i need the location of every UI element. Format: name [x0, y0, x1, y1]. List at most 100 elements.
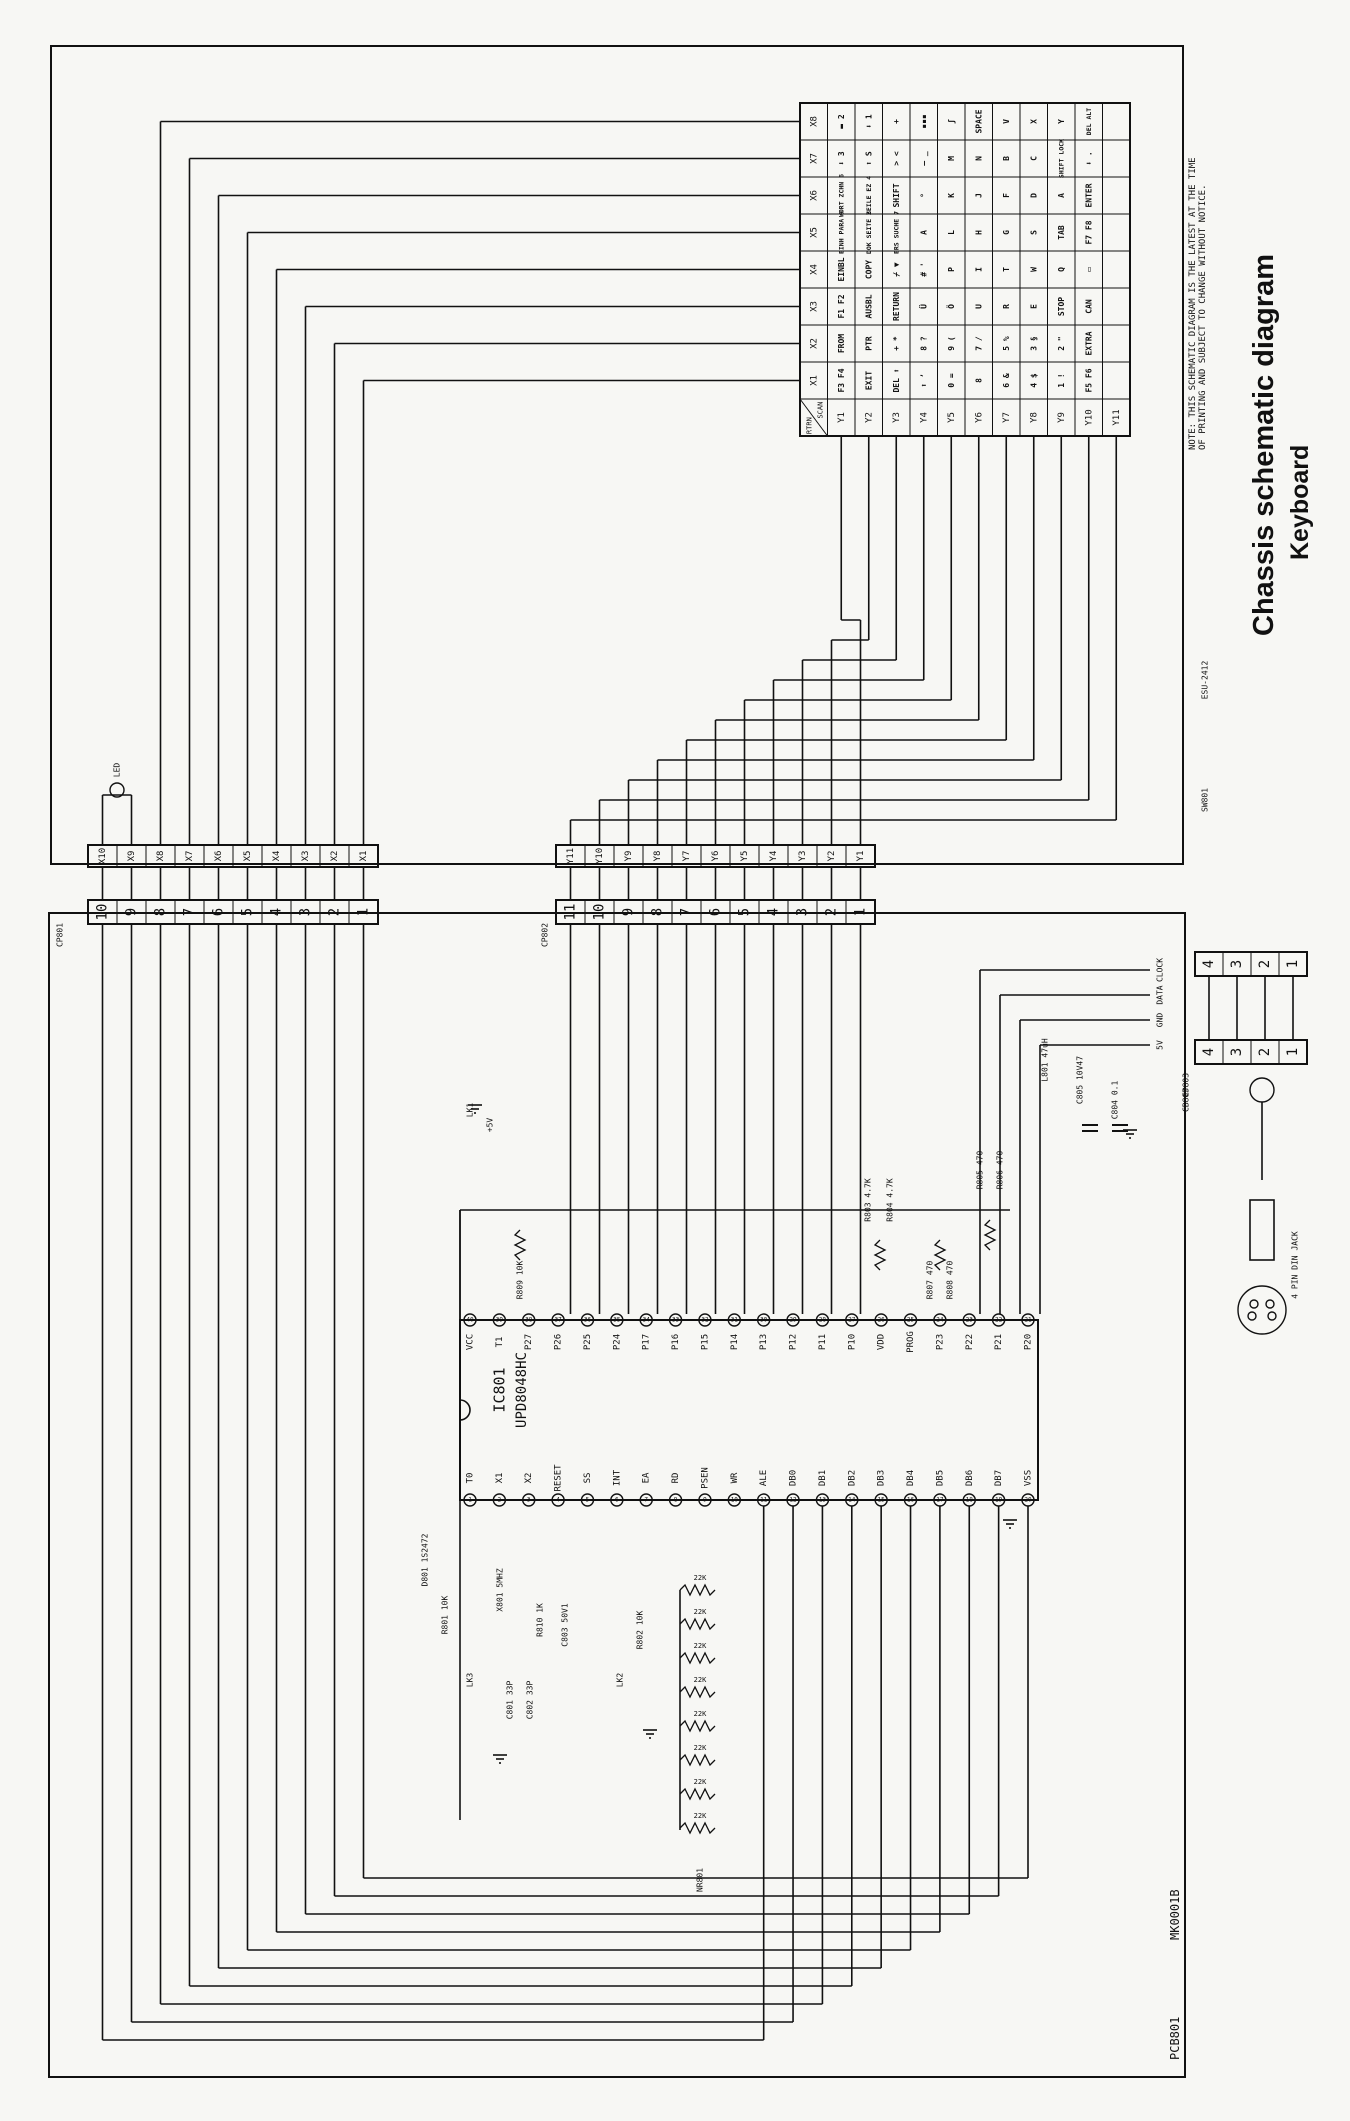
key-label: 4 $: [1029, 373, 1038, 388]
cp802-pin-number: 5: [737, 908, 753, 916]
ic801-pin-number: 29: [789, 1317, 797, 1324]
nr801-value: 22K: [694, 1642, 707, 1650]
key-label: ⬇ 1: [864, 114, 873, 129]
sw801-y-pin: Y6: [711, 851, 721, 862]
ic801-pin-number: 34: [643, 1317, 651, 1324]
key-label: F1 F2: [837, 294, 846, 318]
ic801-pin-number: 14: [848, 1497, 856, 1504]
ic801-pin-number: 11: [760, 1497, 768, 1504]
component-label: R807 470: [926, 1261, 935, 1300]
cp803-label: CP803: [1182, 1073, 1191, 1097]
cb803-pin-number: 3: [1229, 1048, 1245, 1056]
component-label: L801 47uH: [1041, 1038, 1050, 1082]
ic801-pin-signal: P23: [935, 1334, 945, 1350]
cp802-pin-number: 6: [708, 908, 724, 916]
ic801-pin: [522, 1313, 536, 1327]
key-label: C: [1029, 156, 1038, 161]
matrix-y-header: Y8: [1029, 412, 1039, 423]
switch-ref: SW801: [1201, 788, 1210, 812]
ic801-pin-signal: SS: [583, 1473, 593, 1484]
ic801-pin-signal: T1: [495, 1337, 505, 1348]
matrix-x-header: X4: [809, 264, 819, 275]
key-label: TAB: [1057, 225, 1066, 240]
ic801-pin-signal: P25: [583, 1334, 593, 1350]
key-label: ⬆ S: [864, 151, 873, 166]
component-label: R810 1K: [536, 1603, 545, 1637]
ic801-pin-number: 20: [1024, 1497, 1032, 1504]
ic801-pin-number: 26: [878, 1317, 886, 1324]
ic801-pin-number: 13: [819, 1497, 827, 1504]
ic801-pin-signal: RESET: [554, 1464, 564, 1492]
ic801-pin-signal: DB3: [877, 1470, 887, 1486]
cp801-label: CP801: [56, 923, 65, 947]
cp803-pin-number: 1: [1285, 960, 1301, 968]
resistor-symbol: [513, 1229, 527, 1261]
component-label: C801 33P: [506, 1681, 515, 1720]
ic801-pin-number: 31: [731, 1317, 739, 1324]
din-signal-label: GND: [1156, 1013, 1165, 1028]
ic801-pin: [668, 1493, 683, 1507]
component-label: R806 470: [996, 1151, 1005, 1190]
key-label: °: [919, 193, 928, 198]
cp802-pin-number: 7: [679, 908, 695, 916]
key-label: ⌿ ▼: [892, 262, 901, 277]
nr801-resistor: [679, 1821, 716, 1835]
component-label: +5V: [486, 1118, 495, 1133]
ic801-part: UPD8048HC: [514, 1352, 530, 1428]
matrix-y-header: Y3: [892, 412, 902, 423]
din-socket-pin: [1267, 1311, 1277, 1321]
ic801-pin-signal: DB6: [965, 1470, 975, 1486]
key-label: L: [947, 230, 956, 235]
cp803-pin-number: 4: [1201, 960, 1217, 968]
cp802-pin-number: 2: [824, 908, 840, 916]
ic801-pin-signal: WR: [730, 1472, 740, 1483]
ic801-pin-signal: P27: [524, 1334, 534, 1350]
sw801-x-pin: X9: [127, 851, 137, 862]
matrix-corner-diagonal: [799, 398, 828, 437]
nr801-resistor: [679, 1787, 716, 1801]
ic801-pin-signal: P10: [847, 1334, 857, 1350]
ic801-pin-signal: DB7: [994, 1470, 1004, 1486]
key-label: PTR: [864, 336, 873, 351]
ic801-pin: [639, 1493, 653, 1507]
key-label: H: [974, 230, 983, 235]
matrix-y-header: Y7: [1002, 412, 1012, 423]
ic801-pin-number: 10: [731, 1497, 739, 1504]
ic801-pin-signal: ALE: [759, 1470, 769, 1486]
ic801-pin-number: 21: [1024, 1317, 1032, 1324]
cp802-pin-number: 8: [650, 908, 666, 916]
key-label: Q: [1057, 267, 1066, 272]
din-signal-label: CLOCK: [1156, 958, 1165, 982]
key-label: # ': [919, 262, 928, 276]
ic801-pin: [786, 1313, 800, 1327]
key-label: ⬆ ʼ: [919, 373, 928, 387]
nr801-resistor: [679, 1617, 716, 1631]
din-signal-label: 5V: [1156, 1040, 1165, 1050]
cp801-pin-number: 4: [269, 908, 285, 916]
sw801-x-pin: X5: [243, 851, 253, 862]
sw801-y-pin: Y2: [827, 851, 837, 862]
key-label: D: [1029, 193, 1038, 198]
ic801-pin-number: 39: [496, 1317, 504, 1324]
nr801-value: 22K: [694, 1608, 707, 1616]
resistor-symbol: [873, 1239, 887, 1271]
pcb-label: PCB801: [1168, 2016, 1182, 2060]
ic801-pin-signal: P22: [965, 1334, 975, 1350]
ic801-pin-signal: PSEN: [700, 1467, 710, 1489]
ic801-pin-signal: EA: [642, 1472, 652, 1483]
cp801-pin-number: 9: [124, 908, 140, 916]
matrix-x-header: X6: [809, 190, 819, 201]
matrix-corner-bottom: SCAN: [817, 402, 825, 419]
sw801-y-pin: Y5: [740, 851, 750, 862]
key-label: 6 &: [1002, 373, 1011, 388]
cp801-pin-number: 10: [95, 904, 111, 921]
ic801-pin: [610, 1493, 624, 1507]
ic801-pin-number: 37: [554, 1317, 562, 1324]
ic801-pin-signal: VSS: [1024, 1470, 1034, 1486]
key-label: DOK SEITE 8: [865, 211, 873, 254]
nr801-value: 22K: [694, 1676, 707, 1684]
key-label: ZEILE EZ 4: [865, 176, 873, 215]
sw801-x-pin: X2: [330, 851, 340, 862]
ic801-pin: [727, 1313, 742, 1327]
